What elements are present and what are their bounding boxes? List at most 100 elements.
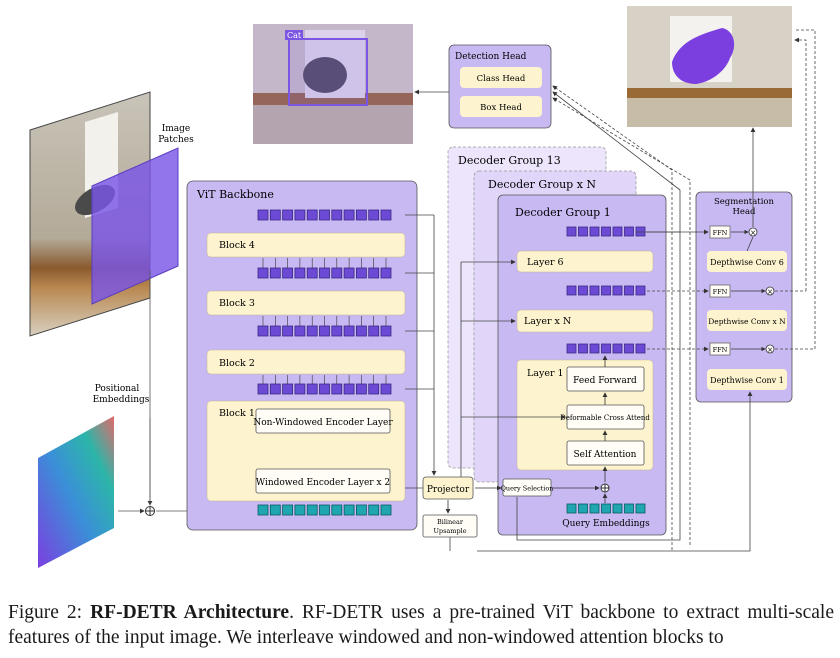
block-2: [206, 349, 406, 375]
feed-forward-label: Feed Forward: [573, 376, 637, 386]
patch-token: [294, 504, 306, 516]
decoder-token: [635, 285, 646, 296]
projector-label: Projector: [427, 485, 470, 495]
patch-token: [306, 504, 318, 516]
backbone-token: [282, 325, 294, 337]
backbone-token: [257, 209, 269, 221]
backbone-token: [343, 383, 355, 395]
patch-token: [257, 504, 269, 516]
decoder-group-13-label: Decoder Group 13: [458, 154, 561, 167]
decoder-token: [589, 285, 600, 296]
architecture-diagram: Image Patches Positional Embeddings ViT …: [29, 6, 816, 568]
backbone-token: [306, 383, 318, 395]
depthwise-conv-n-label: Depthwise Conv x N: [708, 317, 786, 326]
decoder-token: [612, 285, 623, 296]
self-attention-box: [566, 440, 645, 466]
backbone-token: [319, 209, 330, 221]
detection-class-tag: Cat: [287, 31, 302, 40]
decoder-token: [624, 226, 634, 237]
backbone-token: [331, 325, 343, 337]
block-4-label: Block 4: [219, 240, 255, 251]
query-token: [566, 503, 577, 514]
windowed-encoder-layer: [255, 468, 391, 494]
layer-1-label: Layer 1: [527, 368, 564, 379]
backbone-token: [257, 267, 269, 279]
ffn-label-top: FFN: [713, 229, 728, 237]
backbone-token: [294, 325, 306, 337]
backbone-token: [269, 325, 281, 337]
backbone-token: [368, 383, 380, 395]
patch-token: [319, 504, 330, 516]
decoder-token: [635, 226, 646, 237]
backbone-token: [269, 209, 281, 221]
svg-text:×: ×: [750, 229, 756, 237]
non-windowed-encoder-label: Non-Windowed Encoder Layer: [253, 418, 393, 428]
backbone-token: [319, 325, 330, 337]
query-embedding-tokens: [566, 503, 646, 514]
backbone-token: [380, 209, 392, 221]
decoder-token: [589, 226, 600, 237]
feed-forward-box: [566, 366, 645, 392]
image-patches-plane: [91, 147, 179, 305]
layer-n-label: Layer x N: [524, 316, 571, 327]
vit-backbone-title: ViT Backbone: [196, 188, 274, 201]
caption-prefix: Figure 2:: [8, 602, 91, 623]
query-token: [578, 503, 588, 514]
box-head-label: Box Head: [480, 103, 522, 113]
patch-token: [343, 504, 355, 516]
decoder-token: [578, 343, 588, 354]
backbone-token: [294, 209, 306, 221]
segmentation-head-title-line1: Segmentation: [714, 197, 775, 207]
decoder-token: [601, 285, 611, 296]
box-head-box: [460, 96, 542, 117]
backbone-token: [331, 383, 343, 395]
figure-caption: Figure 2: RF-DETR Architecture. RF-DETR …: [8, 600, 834, 650]
query-token: [635, 503, 646, 514]
decoder-token: [566, 285, 577, 296]
backbone-token: [319, 267, 330, 279]
decoder-token: [624, 343, 634, 354]
backbone-token: [269, 383, 281, 395]
backbone-token: [294, 267, 306, 279]
patch-token: [368, 504, 380, 516]
query-token: [624, 503, 634, 514]
segmentation-head-title-line2: Head: [733, 207, 757, 217]
backbone-token: [343, 209, 355, 221]
backbone-token: [331, 209, 343, 221]
bilinear-upsample-label-line2: Upsample: [433, 527, 466, 535]
backbone-token: [355, 209, 367, 221]
non-windowed-encoder-layer: [255, 408, 391, 434]
decoder-token: [601, 226, 611, 237]
depthwise-conv-n: [707, 310, 787, 331]
decoder-token: [566, 343, 577, 354]
backbone-token: [355, 325, 367, 337]
decoder-group-n-label: Decoder Group x N: [488, 178, 596, 191]
svg-text:×: ×: [767, 288, 773, 296]
bilinear-upsample-label-line1: Bilinear: [437, 518, 464, 526]
ffn-box-top: [709, 225, 731, 239]
deformable-cross-attend-label: Deformable Cross Attend: [560, 414, 650, 422]
class-head-label: Class Head: [477, 74, 526, 84]
depthwise-conv-1: [707, 369, 787, 390]
caption-body: . RF-DETR uses a pre-trained ViT backbon…: [8, 602, 834, 648]
decoder-group-1-label: Decoder Group 1: [515, 206, 611, 219]
backbone-token: [368, 325, 380, 337]
multiply-node-bottom: ×: [765, 344, 775, 354]
backbone-token: [343, 325, 355, 337]
backbone-token: [368, 209, 380, 221]
block-4: [206, 232, 406, 258]
ffn-label-mid: FFN: [713, 288, 728, 296]
backbone-token: [368, 267, 380, 279]
backbone-token: [257, 325, 269, 337]
backbone-token: [306, 325, 318, 337]
layer-6-label: Layer 6: [527, 257, 564, 268]
layer-n: [516, 309, 654, 333]
backbone-token: [282, 267, 294, 279]
ffn-label-bottom: FFN: [713, 346, 728, 354]
detection-output-image: [253, 24, 413, 144]
backbone-token: [355, 267, 367, 279]
decoder-token: [589, 343, 600, 354]
block-3: [206, 290, 406, 316]
backbone-token: [257, 383, 269, 395]
patch-token: [331, 504, 343, 516]
